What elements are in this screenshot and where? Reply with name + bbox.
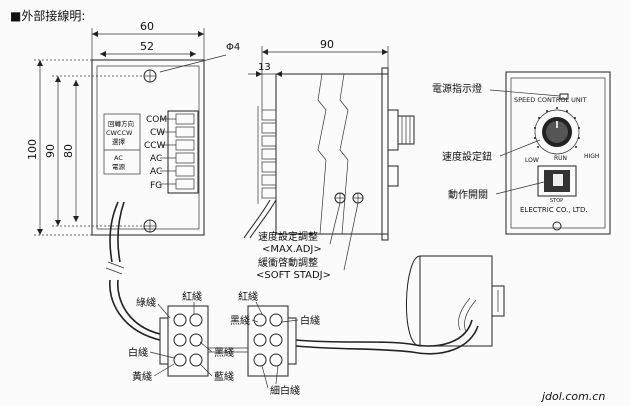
wire-black-right: 黑綫 <box>230 314 250 327</box>
speed-knob-label: 速度設定鈕 <box>442 150 492 163</box>
wire-thin-white: 細白綫 <box>270 384 300 397</box>
controller-body <box>91 59 205 236</box>
run-stop-switch <box>537 165 577 197</box>
terminal-ac-2: AC <box>150 167 162 177</box>
dim-phi4: Φ4 <box>226 42 240 53</box>
wire-white-left: 白綫 <box>128 346 148 359</box>
wire-blue: 藍綫 <box>214 370 234 383</box>
brand-top-text: SPEED CONTROL UNIT <box>514 96 587 104</box>
run-label: RUN <box>554 155 567 162</box>
switch-label: 動作開關 <box>448 188 488 201</box>
terminal-ac-1: AC <box>150 154 162 164</box>
ac-label: AC <box>114 154 123 162</box>
speed-adj-label: 速度設定調整 <box>258 230 318 243</box>
dim-60: 60 <box>140 20 154 33</box>
dim-90-left: 90 <box>44 144 57 158</box>
wire-yellow: 黃綫 <box>132 370 152 383</box>
terminal-ccw: CCW <box>144 141 166 151</box>
power-indicator-lamp <box>559 93 569 100</box>
dim-13: 13 <box>258 62 271 73</box>
high-label: HIGH <box>584 153 599 160</box>
brand-bottom-text: ELECTRIC CO., LTD. <box>520 206 588 214</box>
front-panel <box>505 71 611 235</box>
wire-black-left: 黑綫 <box>214 346 234 359</box>
terminal-block <box>167 110 199 194</box>
terminal-com: COM <box>146 115 167 125</box>
max-adj-label: <MAX.ADJ> <box>262 244 322 255</box>
watermark: jdol.com.cn <box>540 390 605 403</box>
terminal-fg: FG <box>150 181 162 191</box>
right-connector <box>247 305 297 377</box>
dim-100: 100 <box>26 139 39 160</box>
controller-side-view <box>243 67 415 241</box>
wire-white-right: 白綫 <box>300 314 320 327</box>
cwccw-label: CWCCW <box>106 129 133 137</box>
motor <box>406 255 505 347</box>
terminal-cw: CW <box>150 128 165 138</box>
dimension-lines-left <box>34 28 205 236</box>
indicator-label: 電源指示燈 <box>432 82 482 95</box>
select-label: 選擇 <box>112 137 126 146</box>
dim-80: 80 <box>62 144 75 158</box>
left-connector <box>159 305 209 377</box>
soft-adj-label: 緩衝啓動調整 <box>258 256 318 269</box>
soft-stadj-label: <SOFT STADJ> <box>256 270 331 281</box>
rotation-label: 回轉方向 <box>108 119 134 128</box>
dim-52: 52 <box>140 40 154 53</box>
diagram-title: ■外部接線明: <box>10 8 85 23</box>
power-label: 電源 <box>112 162 126 171</box>
dim-90-top: 90 <box>320 38 334 51</box>
wire-red-left: 紅綫 <box>182 290 202 303</box>
controller-cable <box>109 201 119 263</box>
stop-label: STOP <box>550 198 563 204</box>
wire-red-right: 紅綫 <box>238 290 258 303</box>
wire-green: 綠綫 <box>136 296 156 309</box>
low-label: LOW <box>525 157 539 164</box>
